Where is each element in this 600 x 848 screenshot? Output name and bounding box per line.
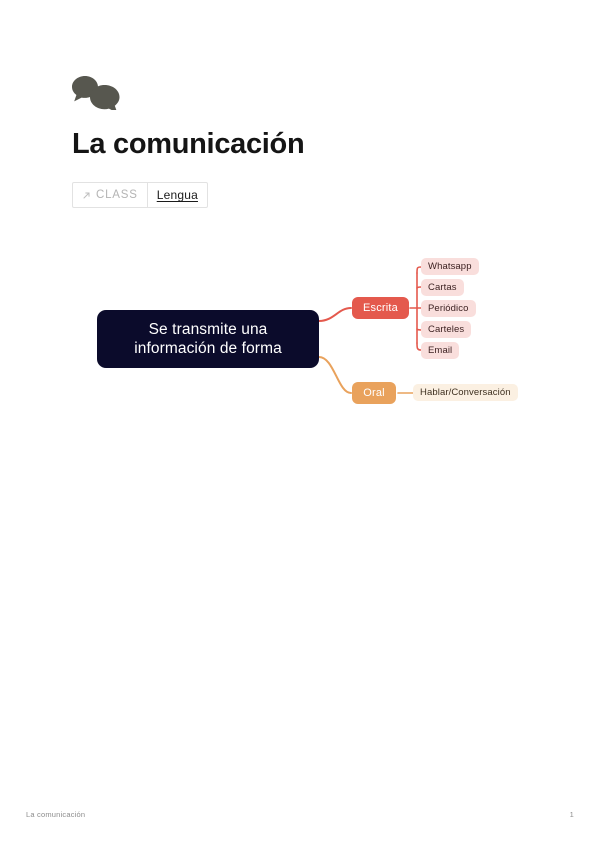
- class-badge-label: CLASS: [96, 189, 138, 201]
- mindmap-leaf-whatsapp[interactable]: Whatsapp: [421, 258, 479, 275]
- connector-root-oral: [318, 356, 352, 394]
- footer-page-number: 1: [569, 810, 574, 819]
- mindmap-leaf-carteles[interactable]: Carteles: [421, 321, 472, 338]
- document-header: La comunicación CLASS Lengua: [72, 74, 532, 208]
- page-footer: La comunicación 1: [26, 810, 574, 819]
- mindmap-root-node[interactable]: Se transmite una información de forma: [97, 310, 319, 368]
- class-badge-subject-label: Lengua: [156, 188, 198, 202]
- mindmap-leaf-hablar-conversacion[interactable]: Hablar/Conversación: [413, 384, 518, 401]
- mindmap-branch-oral[interactable]: Oral: [352, 382, 396, 404]
- class-badge[interactable]: CLASS Lengua: [72, 182, 208, 208]
- speech-bubbles-icon: [72, 74, 120, 113]
- mindmap-branch-escrita[interactable]: Escrita: [352, 297, 409, 319]
- mindmap-root-line2: información de forma: [134, 340, 282, 357]
- class-badge-class-segment: CLASS: [73, 183, 147, 207]
- mindmap-root-line1: Se transmite una: [148, 321, 268, 338]
- mindmap-leaf-periodico[interactable]: Periódico: [421, 300, 476, 317]
- footer-document-title: La comunicación: [26, 810, 86, 819]
- connector-root-escrita: [318, 307, 352, 322]
- page-title: La comunicación: [72, 128, 305, 160]
- arrow-up-right-icon: [82, 191, 91, 200]
- mindmap-connectors: [318, 266, 422, 394]
- class-badge-subject[interactable]: Lengua: [146, 183, 207, 207]
- mindmap-leaf-email[interactable]: Email: [421, 342, 460, 359]
- mindmap-leaf-cartas[interactable]: Cartas: [421, 279, 464, 296]
- mindmap-diagram: Se transmite una información de forma Es…: [72, 243, 528, 415]
